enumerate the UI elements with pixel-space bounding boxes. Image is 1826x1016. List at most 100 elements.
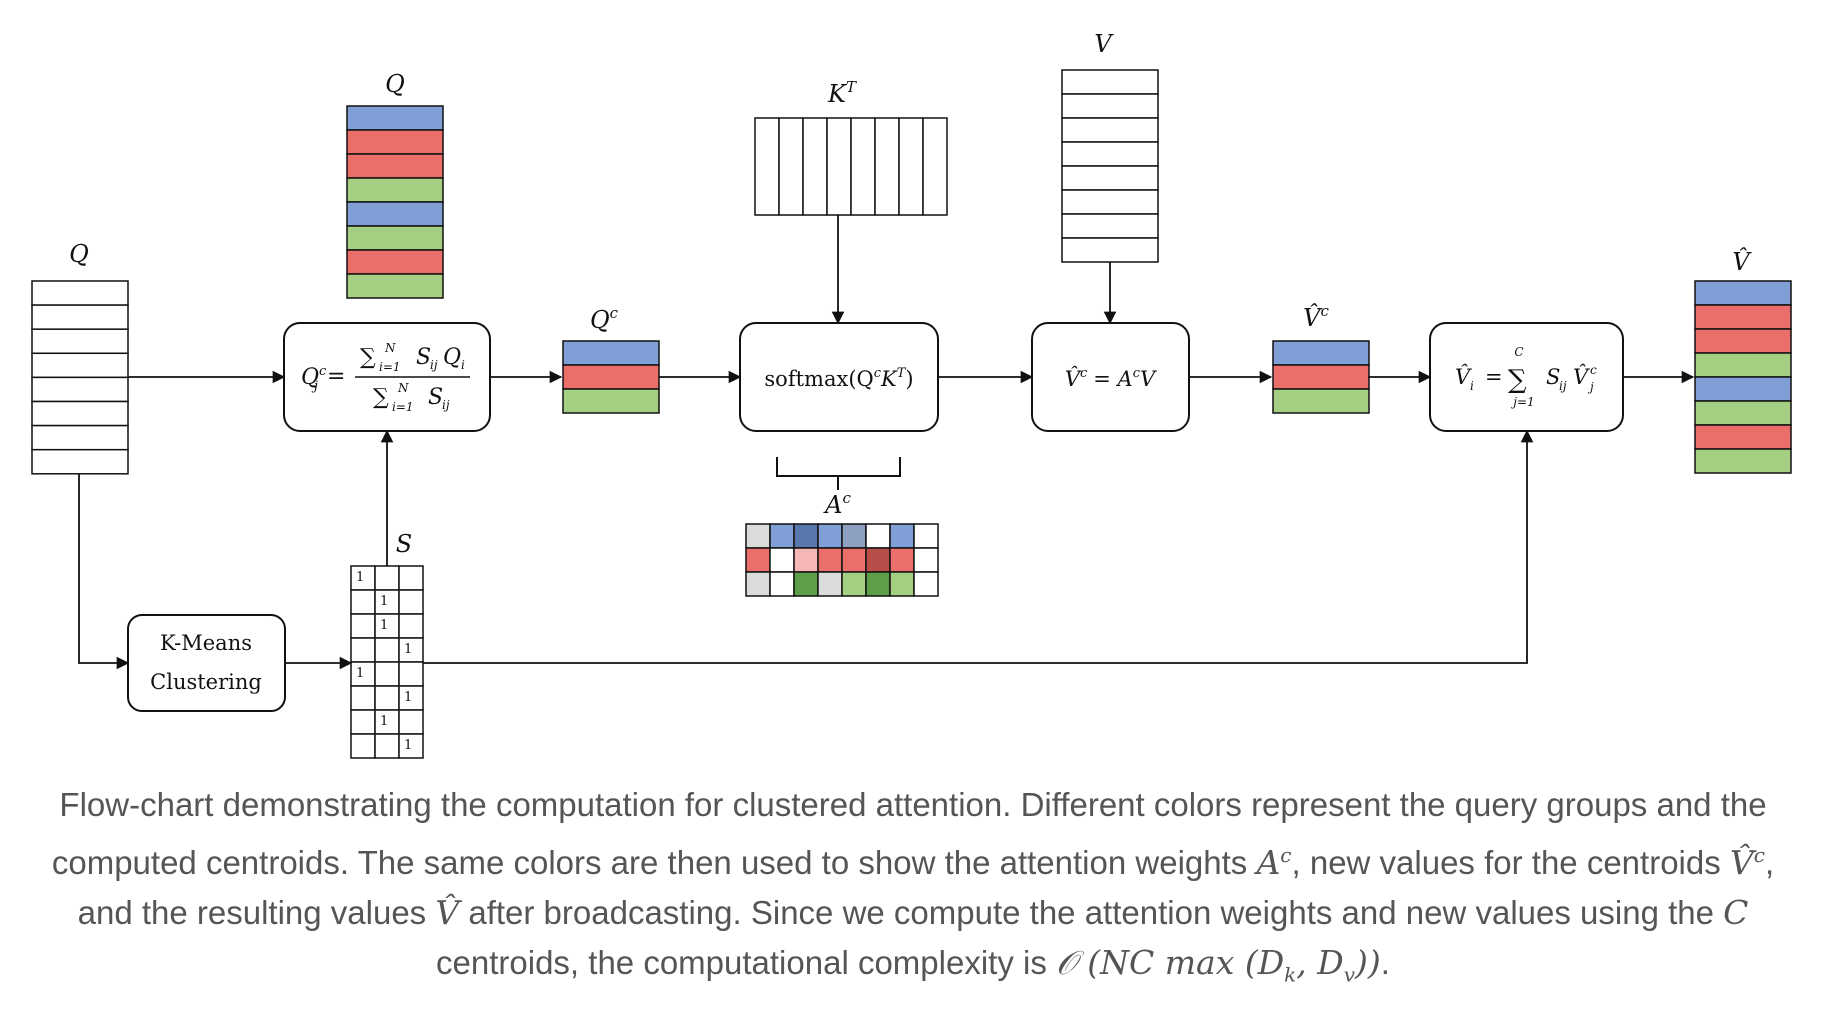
vhat-output-row	[1694, 304, 1792, 330]
svg-text:∑: ∑	[373, 385, 389, 410]
v-row	[1061, 69, 1159, 95]
svg-text:j: j	[311, 379, 318, 394]
attention-cell	[793, 547, 819, 573]
vhat-output-row	[1694, 328, 1792, 354]
assignment-cell	[350, 613, 376, 639]
assignment-cell	[350, 661, 376, 687]
attention-cell	[745, 547, 771, 573]
svg-text:N: N	[397, 381, 409, 395]
q-input-row	[31, 448, 129, 475]
svg-text:V̂: V̂	[1573, 365, 1590, 389]
attention-cell	[865, 571, 891, 597]
v-matrix	[1061, 69, 1159, 263]
q-input-row	[31, 352, 129, 379]
svg-text:j: j	[1587, 380, 1594, 394]
q-input-row	[31, 280, 129, 306]
svg-text:i: i	[461, 358, 465, 372]
vhat-output-row	[1694, 280, 1792, 306]
v-row	[1061, 117, 1159, 143]
svg-text:=: =	[1485, 365, 1503, 389]
flow-arrows	[78, 215, 1695, 670]
assignment-cell	[398, 637, 424, 663]
assignment-cell	[350, 709, 376, 735]
qc-label: Qc	[590, 304, 619, 334]
assignment-cell	[398, 709, 424, 735]
svg-text:∑: ∑	[1508, 365, 1527, 395]
attention-cell	[745, 523, 771, 549]
svg-text:N: N	[384, 341, 396, 355]
svg-text:S: S	[416, 345, 431, 370]
qc-row	[562, 364, 660, 390]
attention-cell	[793, 523, 819, 549]
q-grouped-row	[346, 225, 444, 251]
v-label: V	[1094, 30, 1114, 58]
attention-cell	[865, 523, 891, 549]
qc-row	[562, 340, 660, 366]
assignment-cell	[398, 565, 424, 591]
k-transpose-col	[874, 117, 900, 216]
k-transpose-col	[850, 117, 876, 216]
v-row	[1061, 189, 1159, 215]
svg-text:S: S	[1546, 365, 1560, 389]
svg-text:Q: Q	[443, 345, 461, 370]
vhat-c-row	[1272, 340, 1370, 366]
attention-cell	[889, 523, 915, 549]
vhat-c-label: V̂c	[1303, 302, 1329, 332]
q-grouped-row	[346, 105, 444, 131]
assignment-cell	[398, 589, 424, 615]
svg-text:ij: ij	[430, 358, 438, 372]
vhat-output-label: V̂	[1732, 248, 1752, 276]
k-transpose-label: KT	[827, 78, 857, 108]
q-input-row	[31, 304, 129, 330]
q-input-row	[31, 424, 129, 451]
assignment-cell	[398, 733, 424, 759]
svg-text:K-Means: K-Means	[160, 631, 252, 655]
kmeans-box: K-Means Clustering	[127, 614, 286, 712]
attention-cell	[889, 571, 915, 597]
assignment-one: 1	[356, 666, 364, 681]
q-grouped-row	[346, 129, 444, 155]
svg-text:S: S	[428, 385, 443, 410]
attention-cell	[745, 571, 771, 597]
assignment-cell	[350, 685, 376, 711]
assignment-one: 1	[380, 714, 388, 729]
q-input-matrix	[31, 280, 129, 475]
v-row	[1061, 165, 1159, 191]
svg-text:ij: ij	[442, 398, 450, 412]
v-row	[1061, 141, 1159, 167]
assignment-cell	[374, 613, 400, 639]
assignment-one: 1	[404, 690, 412, 705]
attention-cell	[841, 571, 867, 597]
assignment-one: 1	[380, 618, 388, 633]
svg-text:i: i	[1470, 379, 1474, 393]
q-grouped-matrix	[346, 105, 444, 299]
attention-cell	[889, 547, 915, 573]
svg-text:ij: ij	[1559, 379, 1567, 393]
q-grouped-row	[346, 273, 444, 299]
attention-cell	[817, 547, 843, 573]
k-transpose-matrix	[754, 117, 948, 216]
svg-text:i=1: i=1	[379, 360, 401, 374]
assignment-cell	[374, 637, 400, 663]
svg-text:j=1: j=1	[1510, 395, 1534, 409]
s-label: S	[396, 530, 412, 558]
attention-cell	[817, 571, 843, 597]
svg-text:softmax(QcKT): softmax(QcKT)	[764, 366, 913, 391]
k-transpose-col	[922, 117, 948, 216]
q-grouped-row	[346, 201, 444, 227]
assignment-cell	[350, 733, 376, 759]
qc-row	[562, 388, 660, 414]
attention-cell	[769, 547, 795, 573]
attention-cell	[769, 571, 795, 597]
assignment-one: 1	[356, 570, 364, 585]
svg-text:i=1: i=1	[392, 400, 414, 414]
assignment-one: 1	[380, 594, 388, 609]
broadcast-formula-box: V̂ i = ∑ C j=1 S ij V̂ c j	[1429, 322, 1624, 432]
assignment-cell	[350, 637, 376, 663]
assignment-cell	[374, 685, 400, 711]
q-input-label: Q	[69, 240, 89, 268]
qc-matrix	[562, 340, 660, 414]
svg-text:Clustering: Clustering	[150, 670, 262, 694]
v-row	[1061, 237, 1159, 263]
